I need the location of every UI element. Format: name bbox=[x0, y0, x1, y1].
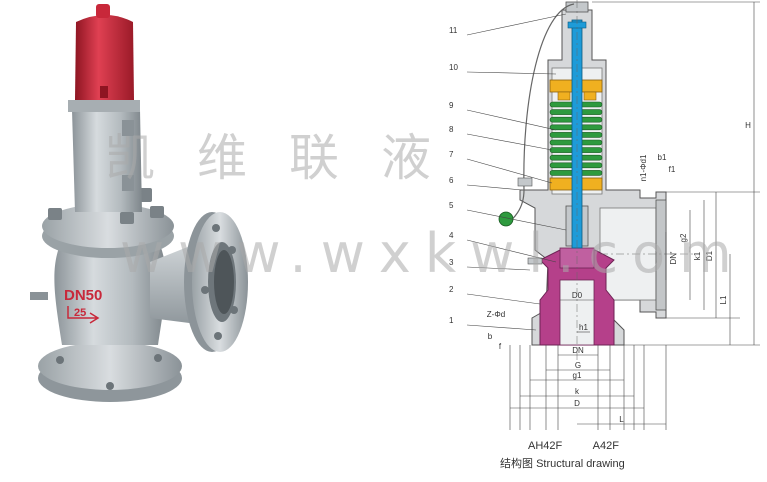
flange-bolt bbox=[230, 306, 238, 314]
bonnet-bolt bbox=[150, 206, 164, 218]
body-marking-size: DN50 bbox=[64, 287, 102, 304]
part-number-label: 7 bbox=[449, 150, 454, 159]
seal-tag bbox=[100, 86, 108, 98]
bonnet-bolt bbox=[140, 188, 152, 202]
dim-d1-label: D1 bbox=[705, 250, 714, 261]
cap-top-knob bbox=[96, 4, 110, 18]
dim-l1-label: L1 bbox=[719, 295, 728, 304]
flange-bolt bbox=[228, 246, 236, 254]
bonnet-lug bbox=[122, 175, 134, 191]
bonnet-collar bbox=[68, 100, 140, 112]
leader-line bbox=[466, 71, 557, 75]
part-number-label: 10 bbox=[449, 63, 458, 72]
leader-line bbox=[466, 109, 557, 131]
drain-plug bbox=[527, 257, 543, 265]
leader-line bbox=[466, 239, 557, 263]
dim-d-label: D bbox=[574, 399, 580, 408]
mid-flange bbox=[42, 204, 174, 248]
part-number-label: 3 bbox=[449, 258, 454, 267]
caption-english: Structural drawing bbox=[536, 458, 625, 470]
dim-f1-label: f1 bbox=[669, 165, 676, 174]
part-number-label: 5 bbox=[449, 201, 454, 210]
flow-direction-arrow-icon bbox=[67, 306, 100, 324]
part-number-label: 8 bbox=[449, 125, 454, 134]
dim-k-label: k bbox=[575, 387, 580, 396]
bonnet-bolt bbox=[48, 208, 62, 220]
red-cap bbox=[75, 15, 134, 100]
leader-line bbox=[466, 324, 537, 331]
valve-body-lower bbox=[54, 245, 166, 345]
adjusting-nut bbox=[583, 91, 597, 101]
dim-dn-prime-label: DN' bbox=[669, 251, 678, 265]
dim-n1-d1-label: n1-Φd1 bbox=[639, 154, 648, 181]
part-number-label: 11 bbox=[449, 26, 458, 35]
flange-bolt bbox=[106, 382, 114, 390]
bonnet-bolt bbox=[120, 212, 134, 224]
dim-f-label: f bbox=[499, 342, 502, 351]
part-number-label: 9 bbox=[449, 101, 454, 110]
dim-b-label: b bbox=[488, 332, 493, 341]
part-leaders: 1 2 3 4 5 6 7 8 9 10 11 bbox=[449, 13, 567, 331]
dim-dn-label: DN bbox=[572, 346, 584, 355]
part-number-label: 6 bbox=[449, 176, 454, 185]
test-lever-fitting bbox=[30, 292, 48, 300]
bonnet-lug bbox=[122, 120, 134, 136]
flange-bolt bbox=[212, 224, 220, 232]
leader-line bbox=[466, 13, 567, 36]
dim-z-d-label: Z-Φd bbox=[487, 310, 505, 319]
leader-line bbox=[466, 293, 541, 305]
dim-d0-label: D0 bbox=[572, 291, 583, 300]
dim-k1-label: k1 bbox=[693, 251, 702, 260]
leader-line bbox=[466, 133, 553, 151]
model-numbers: AH42F A42F bbox=[528, 440, 619, 452]
outlet-flange-section bbox=[655, 199, 667, 311]
flange-bolt bbox=[154, 354, 162, 362]
seal-wire bbox=[507, 3, 575, 223]
body-marking-pressure: 25 bbox=[74, 307, 86, 319]
bottom-flange bbox=[38, 342, 182, 390]
flange-bolt bbox=[56, 356, 64, 364]
flange-bolt bbox=[201, 286, 209, 294]
dim-g2-label: g2 bbox=[679, 233, 688, 242]
dim-b1-label: b1 bbox=[658, 153, 667, 162]
side-flange-bore-inner bbox=[214, 250, 234, 314]
part-number-label: 4 bbox=[449, 231, 454, 240]
adjusting-nut bbox=[557, 91, 571, 101]
leader-line bbox=[466, 184, 523, 191]
leader-line bbox=[466, 209, 567, 231]
dim-g-label: G bbox=[575, 361, 581, 370]
part-number-label: 1 bbox=[449, 316, 454, 325]
valve-photo: DN50 25 bbox=[30, 4, 248, 402]
side-screw bbox=[517, 177, 533, 187]
dim-g1-label: g1 bbox=[573, 371, 582, 380]
dim-h1-label: h1 bbox=[579, 323, 588, 332]
drawing-caption: 结构图 Structural drawing bbox=[500, 455, 625, 471]
leader-line bbox=[466, 158, 553, 184]
dim-l-label: L bbox=[619, 415, 624, 424]
flange-bolt bbox=[214, 332, 222, 340]
part-number-label: 2 bbox=[449, 285, 454, 294]
dim-h-label: H bbox=[745, 121, 751, 130]
leader-line bbox=[466, 266, 531, 271]
caption-chinese: 结构图 bbox=[500, 458, 533, 470]
